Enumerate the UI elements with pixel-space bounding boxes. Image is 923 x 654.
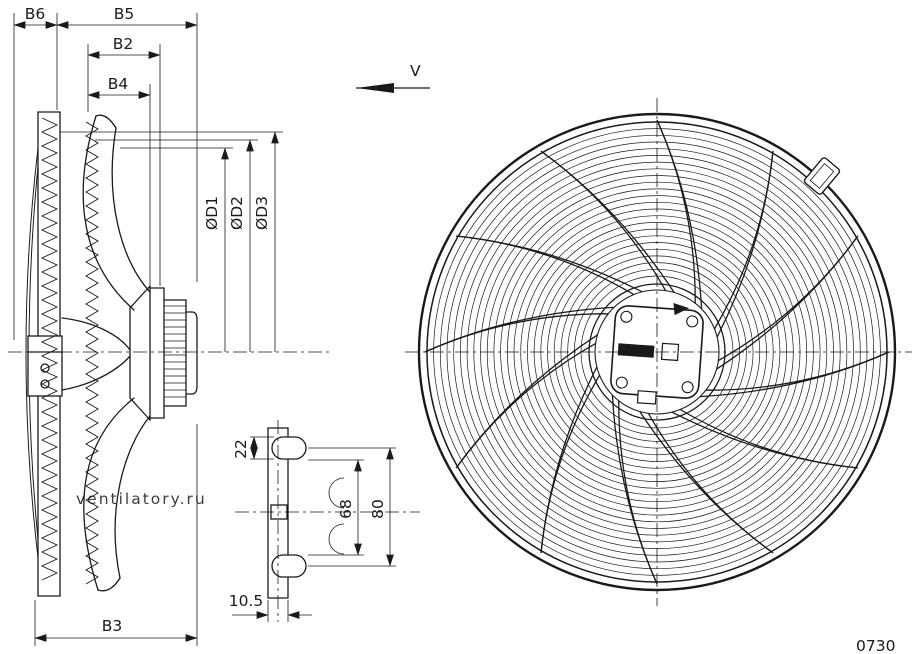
dim-label-b5: B5 <box>114 5 135 23</box>
centerlines <box>8 98 912 622</box>
brand-logo-bar <box>617 343 655 358</box>
dim-label-68: 68 <box>337 499 355 519</box>
dim-label-d1: ØD1 <box>203 196 221 230</box>
hub-bolt-icon <box>686 315 699 328</box>
dim-label-80: 80 <box>369 499 387 519</box>
dim-label-d2: ØD2 <box>228 196 246 230</box>
dim-label-d3: ØD3 <box>253 196 271 230</box>
dim-label-b3: B3 <box>102 617 123 635</box>
dim-label-10-5: 10.5 <box>229 592 264 610</box>
corner-article-text: 0730 <box>856 637 895 654</box>
cable-gland <box>636 390 657 405</box>
dim-label-b4: B4 <box>108 75 129 93</box>
dim-label-22: 22 <box>232 439 250 459</box>
rotation-mark-icon <box>673 303 690 316</box>
hub-label-plate <box>660 342 680 362</box>
dim-label-b2: B2 <box>113 35 134 53</box>
hub-bolt-icon <box>620 310 633 323</box>
hub-bolt-icon <box>681 381 694 394</box>
hub-bolt-icon <box>615 376 628 389</box>
airflow-arrow-icon <box>356 83 430 93</box>
airflow-label: V <box>410 62 421 80</box>
motor-cooling-fins <box>164 305 186 398</box>
dimension-labels: B6 B5 B2 B4 B3 ØD1 ØD2 ØD3 V 22 68 80 10… <box>25 5 421 635</box>
guard-wire-serration <box>40 117 99 585</box>
watermark: ventilatory.ru <box>76 490 207 508</box>
dimension-lines <box>13 13 396 646</box>
guard-terminal-tag <box>803 157 841 195</box>
guard-grille-spokes <box>424 119 890 585</box>
dim-label-b6: B6 <box>25 5 46 23</box>
